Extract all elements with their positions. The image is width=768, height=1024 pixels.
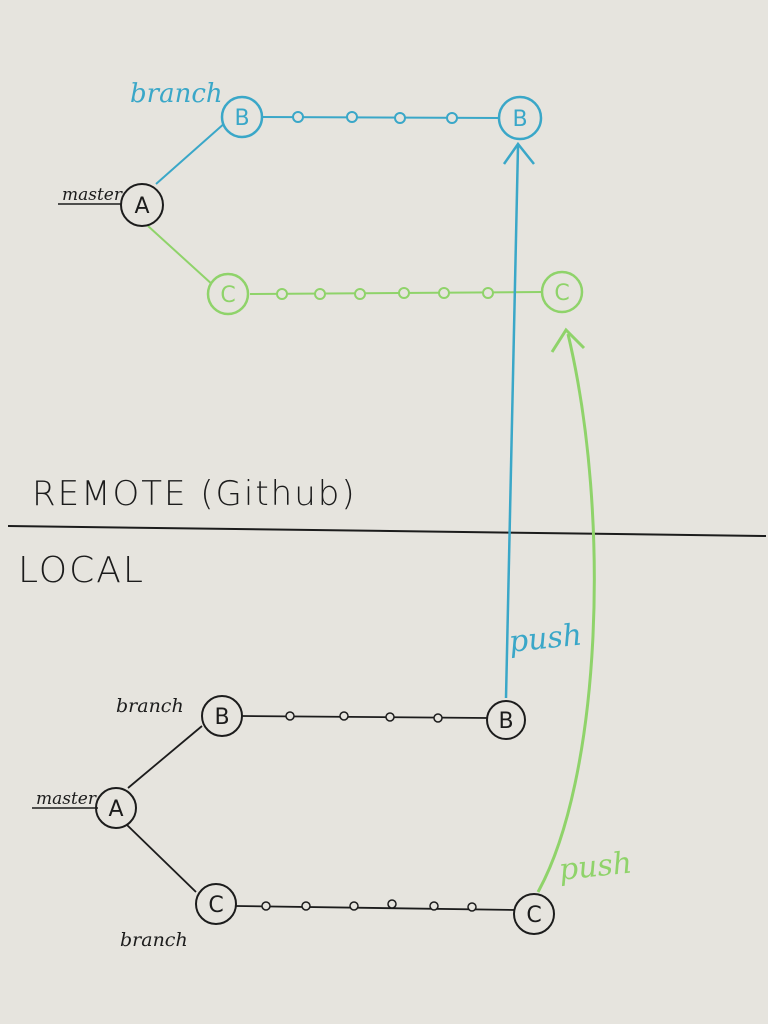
remote-edge-a-b <box>155 121 227 185</box>
remote-node-c-start-label: C <box>220 283 235 308</box>
commit-dot <box>346 111 358 123</box>
remote-node-b-start: B <box>220 95 264 139</box>
local-node-a-label: A <box>108 797 123 822</box>
local-branch-b-line <box>241 715 489 719</box>
remote-region-label: REMOTE (Github) <box>32 474 357 514</box>
local-node-c-end-label: C <box>526 903 541 928</box>
commit-dot <box>385 712 395 722</box>
remote-node-a: A <box>120 183 164 227</box>
local-edge-a-c <box>125 823 197 893</box>
push-green-label: push <box>557 845 634 887</box>
commit-dot <box>446 112 458 124</box>
commit-dot <box>438 287 450 299</box>
remote-node-b-end-label: B <box>512 107 527 132</box>
local-branch-label-top: branch <box>116 695 184 717</box>
commit-dot <box>301 901 311 911</box>
local-master-label: master <box>36 789 97 809</box>
local-branch-b-commits <box>285 711 443 723</box>
push-green-arrowhead <box>550 327 586 353</box>
commit-dot <box>349 901 359 911</box>
remote-branch-c-commits <box>276 287 494 300</box>
commit-dot <box>261 901 271 911</box>
remote-node-c-start: C <box>206 272 250 316</box>
remote-master-label: master <box>62 185 123 205</box>
commit-dot <box>314 288 326 300</box>
commit-dot <box>394 112 406 124</box>
remote-branch-b-commits <box>292 111 458 124</box>
commit-dot <box>354 288 366 300</box>
remote-node-a-label: A <box>134 194 149 219</box>
local-node-c-end: C <box>513 893 555 935</box>
commit-dot <box>276 288 288 300</box>
push-blue-label: push <box>507 617 584 659</box>
local-branch-label-bottom: branch <box>120 929 188 951</box>
push-blue-arrow <box>504 145 520 699</box>
commit-dot <box>482 287 494 299</box>
local-node-b-end: B <box>486 700 526 740</box>
commit-dot <box>398 287 410 299</box>
remote-node-c-end-label: C <box>554 281 569 306</box>
push-green-arrow <box>536 333 596 893</box>
remote-node-b-end: B <box>497 95 543 141</box>
remote-node-c-end: C <box>540 270 584 314</box>
commit-dot <box>433 713 443 723</box>
push-blue-arrowhead <box>502 141 535 165</box>
local-edge-a-b <box>127 725 203 789</box>
remote-local-divider <box>7 525 767 537</box>
local-node-c-start: C <box>195 883 237 925</box>
remote-branch-label: branch <box>130 79 223 109</box>
local-node-b-start: B <box>201 695 243 737</box>
commit-dot <box>292 111 304 123</box>
local-node-b-start-label: B <box>214 705 229 730</box>
remote-branch-c-line <box>249 291 543 295</box>
commit-dot <box>387 899 397 909</box>
remote-node-b-start-label: B <box>234 106 249 131</box>
commit-dot <box>285 711 295 721</box>
local-branch-c-commits <box>261 899 477 912</box>
local-node-b-end-label: B <box>498 709 513 734</box>
commit-dot <box>467 902 477 912</box>
local-node-a: A <box>95 787 137 829</box>
commit-dot <box>429 901 439 911</box>
commit-dot <box>339 711 349 721</box>
local-node-c-start-label: C <box>208 893 223 918</box>
local-region-label: LOCAL <box>18 550 145 591</box>
remote-edge-a-c <box>147 225 215 287</box>
